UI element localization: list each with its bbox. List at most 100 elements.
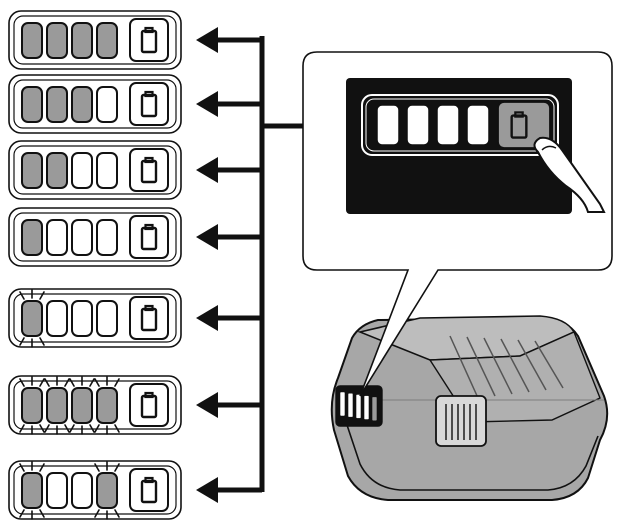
blink-tick [69, 424, 75, 433]
blink-tick [19, 291, 25, 300]
check-button [129, 383, 169, 427]
battery-icon [140, 26, 158, 54]
battery-icon-terminal [144, 476, 154, 484]
blink-tick [114, 509, 120, 518]
blink-mark-icon [19, 461, 45, 520]
indicator-row-6 [8, 375, 182, 435]
indicator-row-3 [8, 140, 182, 200]
indicator-lamp [21, 86, 43, 123]
indicator-lamp [21, 152, 43, 189]
battery-pack-groove [466, 336, 496, 397]
callout-lamp [436, 104, 460, 146]
blink-mark-icon [19, 376, 45, 435]
battery-icon [510, 111, 528, 139]
battery-icon-terminal [144, 391, 154, 399]
indicator-lamp [46, 86, 68, 123]
blink-tick [19, 424, 25, 433]
arrow-head [196, 392, 218, 418]
battery-pack-latch [435, 395, 487, 447]
battery-pack-groove [500, 338, 530, 393]
blink-tick [94, 463, 100, 472]
arrow-head [196, 305, 218, 331]
pack-indicator-lamp [347, 392, 354, 418]
blink-tick [39, 291, 45, 300]
arrow-bus [196, 27, 360, 503]
battery-icon-terminal [144, 26, 154, 34]
blink-tick [39, 463, 45, 472]
blink-tick [69, 378, 75, 387]
indicator-row-5 [8, 288, 182, 348]
indicator-lamp [71, 300, 93, 337]
indicator-lamp [46, 472, 68, 509]
arrow-head [196, 224, 218, 250]
battery-icon [140, 90, 158, 118]
blink-mark-icon [44, 376, 70, 435]
blink-tick [64, 378, 70, 387]
blink-tick [64, 424, 70, 433]
callout-lamp [406, 104, 430, 146]
indicator-lamp [46, 22, 68, 59]
blink-mark-icon [69, 376, 95, 435]
blink-tick [19, 509, 25, 518]
blink-tick [44, 424, 50, 433]
callout-indicator-frame [361, 94, 559, 156]
battery-icon-terminal [144, 304, 154, 312]
blink-tick [94, 378, 100, 387]
check-button [129, 296, 169, 340]
battery-icon [140, 391, 158, 419]
indicator-lamp [71, 86, 93, 123]
indicator-lamp [46, 219, 68, 256]
battery-pack-groove [483, 337, 513, 395]
arrow-left-icon [196, 392, 262, 418]
indicator-row-1 [8, 10, 182, 70]
arrow-left-icon [196, 224, 262, 250]
battery-pack-groove [534, 340, 564, 389]
check-button [129, 468, 169, 512]
indicator-lamp [96, 387, 118, 424]
finger-nail [541, 145, 557, 151]
finger-shape [533, 136, 606, 213]
arrow-left-icon [196, 157, 262, 183]
indicator-lamp [71, 22, 93, 59]
arrow-head [196, 27, 218, 53]
indicator-row-4 [8, 207, 182, 267]
blink-tick [114, 424, 120, 433]
indicator-lamp [71, 219, 93, 256]
blink-tick [39, 337, 45, 346]
arrow-left-icon [196, 91, 262, 117]
arrow-head [196, 477, 218, 503]
indicator-lamp [21, 300, 43, 337]
battery-icon [140, 476, 158, 504]
blink-tick [44, 378, 50, 387]
blink-tick [114, 378, 120, 387]
blink-tick [39, 378, 45, 387]
indicator-lamp [96, 472, 118, 509]
callout-bubble [302, 51, 613, 397]
blink-tick [89, 424, 95, 433]
indicator-rows [8, 10, 182, 520]
blink-tick [39, 424, 45, 433]
blink-mark-icon [94, 376, 120, 435]
indicator-lamp [96, 152, 118, 189]
battery-icon [140, 304, 158, 332]
indicator-lamp [71, 472, 93, 509]
arrow-left-icon [196, 305, 262, 331]
check-button [129, 148, 169, 192]
indicator-lamp [21, 22, 43, 59]
indicator-lamp [46, 387, 68, 424]
battery-icon-terminal [144, 90, 154, 98]
battery-pack-illustration [330, 315, 609, 501]
check-button [129, 18, 169, 62]
blink-tick [89, 378, 95, 387]
blink-tick [39, 509, 45, 518]
arrow-head [196, 157, 218, 183]
indicator-lamp [71, 387, 93, 424]
pack-indicator-lamp [355, 394, 362, 419]
indicator-lamp [21, 219, 43, 256]
arrow-left-icon [196, 27, 262, 53]
blink-mark-icon [19, 289, 45, 348]
blink-tick [94, 424, 100, 433]
blink-tick [19, 337, 25, 346]
indicator-row-7 [8, 460, 182, 520]
